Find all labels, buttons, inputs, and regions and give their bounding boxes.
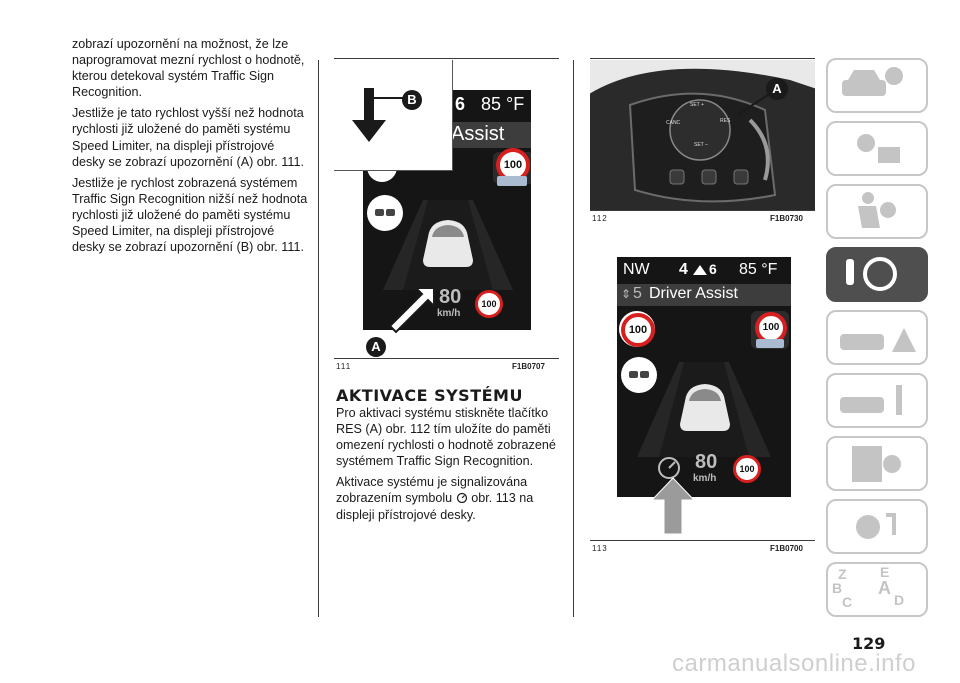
paragraph: Pro aktivaci systému stiskněte tlačítko …: [336, 406, 556, 469]
label-a-circle: A: [366, 337, 386, 357]
figure-code: F1B0700: [770, 544, 803, 553]
label-a: A: [371, 339, 381, 354]
tab-multimedia[interactable]: [826, 499, 928, 554]
tab-starting-driving[interactable]: [826, 247, 928, 302]
limiter-sign: 100: [733, 455, 761, 483]
speed-limit-sign-left: 100: [621, 313, 655, 347]
paragraph-part: obr. 113 na displeji přístrojové desky.: [336, 491, 534, 522]
index-letter: E: [880, 564, 890, 580]
middle-text: Pro aktivaci systému stiskněte tlačítko …: [336, 405, 566, 528]
paragraph: Jestliže je tato rychlost vyšší než hodn…: [72, 106, 304, 169]
tab-dashboard-info[interactable]: [826, 58, 928, 113]
speed-readout: 80: [439, 286, 462, 308]
button-canc: CANC: [666, 120, 681, 126]
speed-unit: km/h: [437, 308, 461, 319]
gear-indicator: 4: [679, 261, 688, 278]
tab-maintenance[interactable]: [826, 373, 928, 428]
pointer-arrow-a: [388, 287, 435, 334]
index-letter: D: [894, 592, 905, 608]
paragraph: zobrazí upozornění na možnost, že lze na…: [72, 37, 305, 100]
label-b-circle: B: [402, 90, 422, 110]
speed-readout: 80: [695, 451, 718, 473]
tab-emergency[interactable]: [826, 310, 928, 365]
index-letter: C: [842, 594, 853, 610]
left-column: zobrazí upozornění na možnost, že lze na…: [72, 36, 308, 260]
label-a-circle: A: [766, 78, 788, 100]
banner-text: Driver Assist: [649, 285, 738, 302]
cruise-badge: [756, 339, 784, 348]
figure-number: 113: [592, 544, 608, 553]
steering-key-icon: [846, 257, 897, 291]
figure-number: 112: [592, 214, 608, 223]
warning-light-mail-icon: [857, 134, 900, 163]
figure-number: 111: [336, 362, 352, 371]
temperature-readout: 85 °F: [739, 261, 778, 278]
vehicles-icon: [629, 371, 649, 378]
section-heading: AKTIVACE SYSTÉMU: [336, 386, 523, 405]
car-ahead-icon-wrap: [367, 195, 403, 231]
up-arrow-icon: [650, 477, 696, 535]
column-divider: [573, 60, 574, 617]
tab-technical-data[interactable]: [826, 436, 928, 491]
banner-bar: ⇕ 5 Driver Assist: [617, 284, 791, 306]
label-a: A: [772, 81, 782, 96]
callout-box-b: [334, 60, 453, 171]
banner-text: Assist: [451, 123, 505, 145]
index-letter: Z: [838, 566, 847, 582]
car-rear-icon: [680, 384, 730, 431]
button-res: RES: [720, 118, 731, 124]
tab-safety[interactable]: [826, 184, 928, 239]
paragraph: Jestliže je rychlost zobrazená systémem …: [72, 175, 308, 255]
down-arrow-icon: [352, 88, 408, 142]
menu-index: 5: [633, 285, 642, 302]
multimedia-icon: [856, 513, 896, 539]
cluster-display-113: NW 4 6 85 °F ⇕ 5 Driver Assist 100 100 8…: [617, 257, 791, 497]
index-letter: B: [832, 580, 843, 596]
steering-wheel-graphic: [590, 68, 815, 210]
compass-heading: NW: [623, 261, 650, 278]
limiter-sign: 100: [475, 290, 503, 318]
airbag-person-icon: [858, 192, 896, 228]
figure-code: F1B0730: [770, 214, 803, 223]
paragraph-part: Aktivace systému je signalizována zobraz…: [336, 475, 528, 506]
car-warning-icon: [840, 328, 916, 352]
page-number: 129: [852, 634, 886, 653]
figure-top-rule: [590, 58, 815, 59]
watermark[interactable]: carmanualsonline.info: [672, 650, 916, 677]
paragraph: Aktivace systému je signalizována zobraz…: [336, 474, 566, 522]
tab-index[interactable]: Z E B A C D: [826, 562, 928, 617]
tab-lights-warning[interactable]: [826, 121, 928, 176]
column-divider: [318, 60, 319, 617]
temperature-readout: 85 °F: [481, 94, 525, 114]
mountain-icon: [693, 265, 707, 275]
speed-limiter-icon: [658, 457, 680, 479]
car-ahead-icon-wrap: [621, 357, 657, 393]
caption-rule: [590, 540, 815, 541]
document-gear-icon: [852, 446, 901, 482]
speed-limiter-icon: [456, 493, 467, 504]
speed-unit: km/h: [693, 473, 717, 484]
vehicles-icon: [375, 209, 395, 216]
car-info-icon: [842, 67, 903, 96]
button-set-minus: SET –: [694, 142, 708, 148]
label-b: B: [407, 92, 417, 107]
gear-indicator-2: 6: [709, 261, 717, 277]
figure-code: F1B0707: [512, 362, 545, 371]
figure-top-rule: [334, 58, 559, 59]
caption-rule: [334, 358, 559, 359]
caption-rule: [590, 210, 815, 211]
button-set-plus: SET +: [690, 102, 704, 108]
index-letter: A: [878, 578, 891, 598]
gear-indicator: 6: [455, 94, 466, 114]
car-wrench-icon: [840, 385, 902, 415]
menu-arrows-icon: ⇕: [621, 287, 632, 301]
cruise-badge: [497, 176, 527, 186]
car-rear-icon: [423, 220, 473, 267]
